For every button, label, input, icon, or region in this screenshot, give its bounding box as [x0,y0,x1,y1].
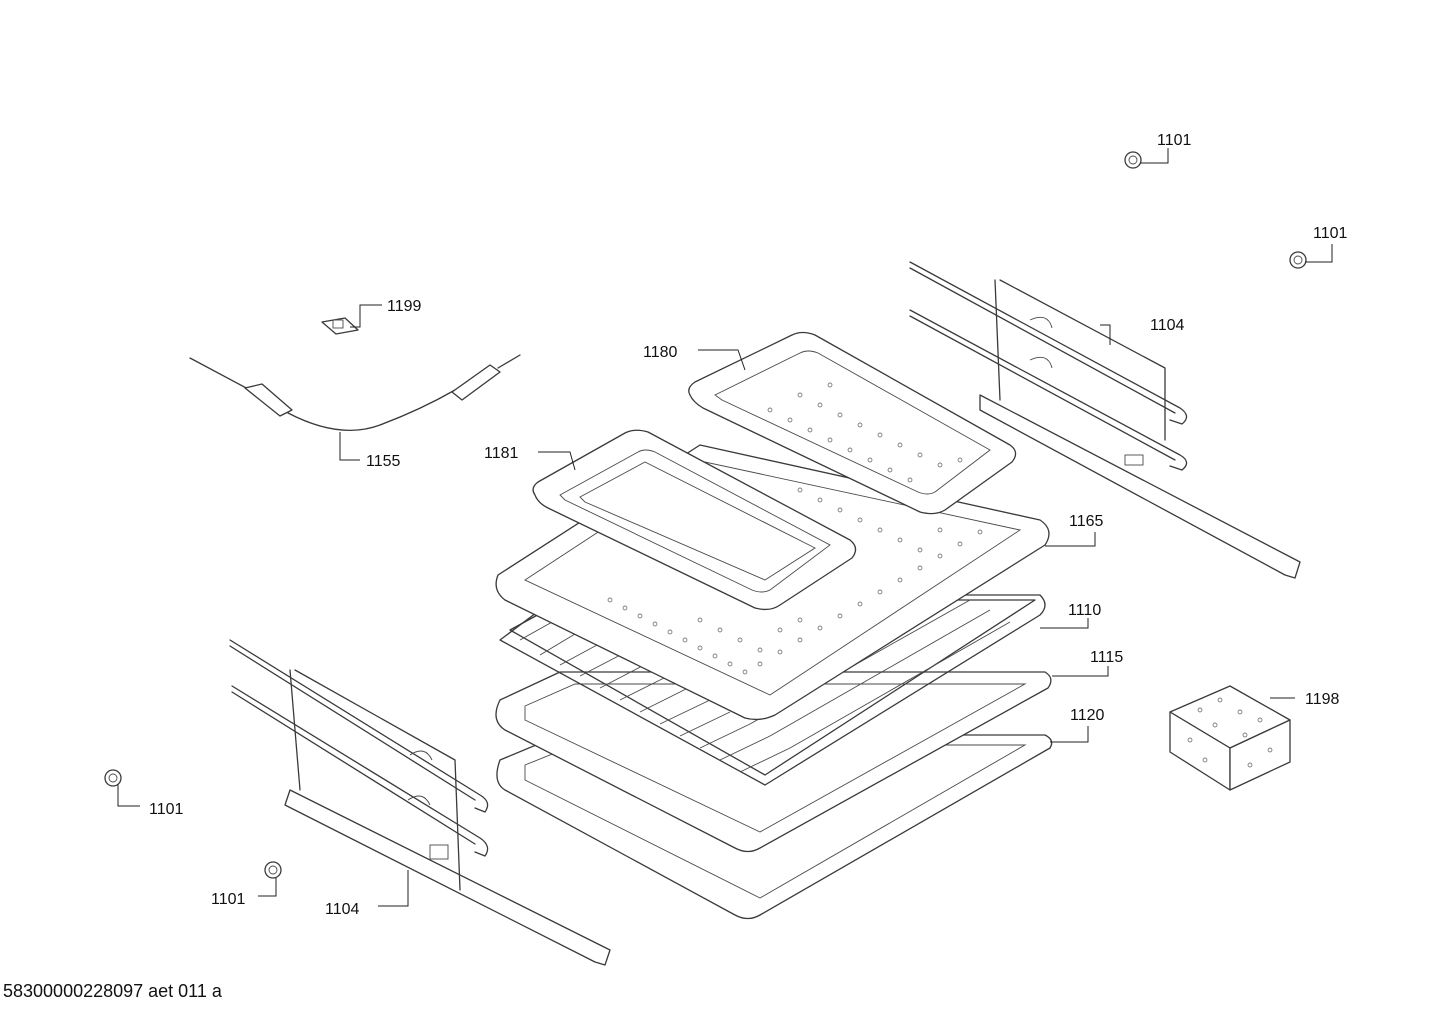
rail-1104-right[interactable] [909,261,1301,579]
part-labels: 1101 1101 1101 1101 1104 1104 1199 1155 … [149,132,1348,918]
perforation-pattern [607,487,983,675]
probe-clip-1199[interactable] [321,317,359,335]
label-1101-top-1: 1101 [1157,132,1192,149]
clip-1101-left-2[interactable] [264,861,282,879]
label-1101-left-2: 1101 [211,891,246,908]
label-1104-left: 1104 [325,901,360,918]
clip-1101-left-1[interactable] [104,769,122,787]
label-1198: 1198 [1305,691,1340,708]
sponge-texture [1187,697,1273,768]
label-1101-left-1: 1101 [149,801,184,818]
leader-lines [117,148,1333,907]
label-1115: 1115 [1090,649,1123,666]
label-1180: 1180 [643,344,678,361]
rail-1104-left[interactable] [229,639,611,966]
label-1101-top-2: 1101 [1313,225,1348,242]
label-1199: 1199 [387,298,422,315]
label-1120: 1120 [1070,707,1105,724]
label-1165: 1165 [1069,513,1104,530]
pan-1180[interactable] [688,331,1017,515]
probe-1155[interactable] [189,354,521,431]
pan-1181[interactable] [532,429,857,611]
label-1104-right: 1104 [1150,317,1185,334]
tray-1115[interactable] [495,671,1052,853]
sponge-1198[interactable] [1169,685,1291,791]
label-1155: 1155 [366,453,401,470]
clip-1101-top-1[interactable] [1124,151,1142,169]
label-1110: 1110 [1068,602,1101,619]
pan-perforation [767,382,963,483]
label-1181: 1181 [484,445,519,462]
drawing-code: 58300000228097 aet 011 a [3,981,222,1001]
clip-1101-top-2[interactable] [1289,251,1307,269]
